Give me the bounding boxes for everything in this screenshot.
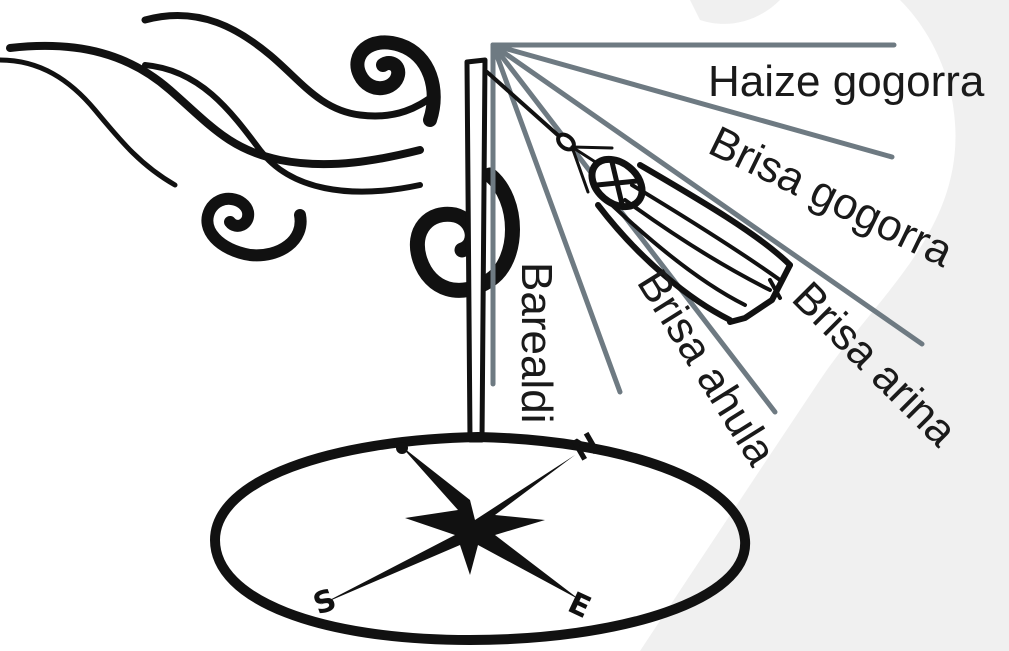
label-haize-gogorra: Haize gogorra [708, 57, 985, 106]
wind-swirls [0, 15, 513, 290]
compass-north-label: N [567, 426, 606, 469]
label-brisa-ahula: Brisa ahula [628, 261, 786, 474]
compass [215, 437, 745, 640]
label-barealdi: Barealdi [512, 262, 561, 423]
pole [467, 60, 485, 440]
